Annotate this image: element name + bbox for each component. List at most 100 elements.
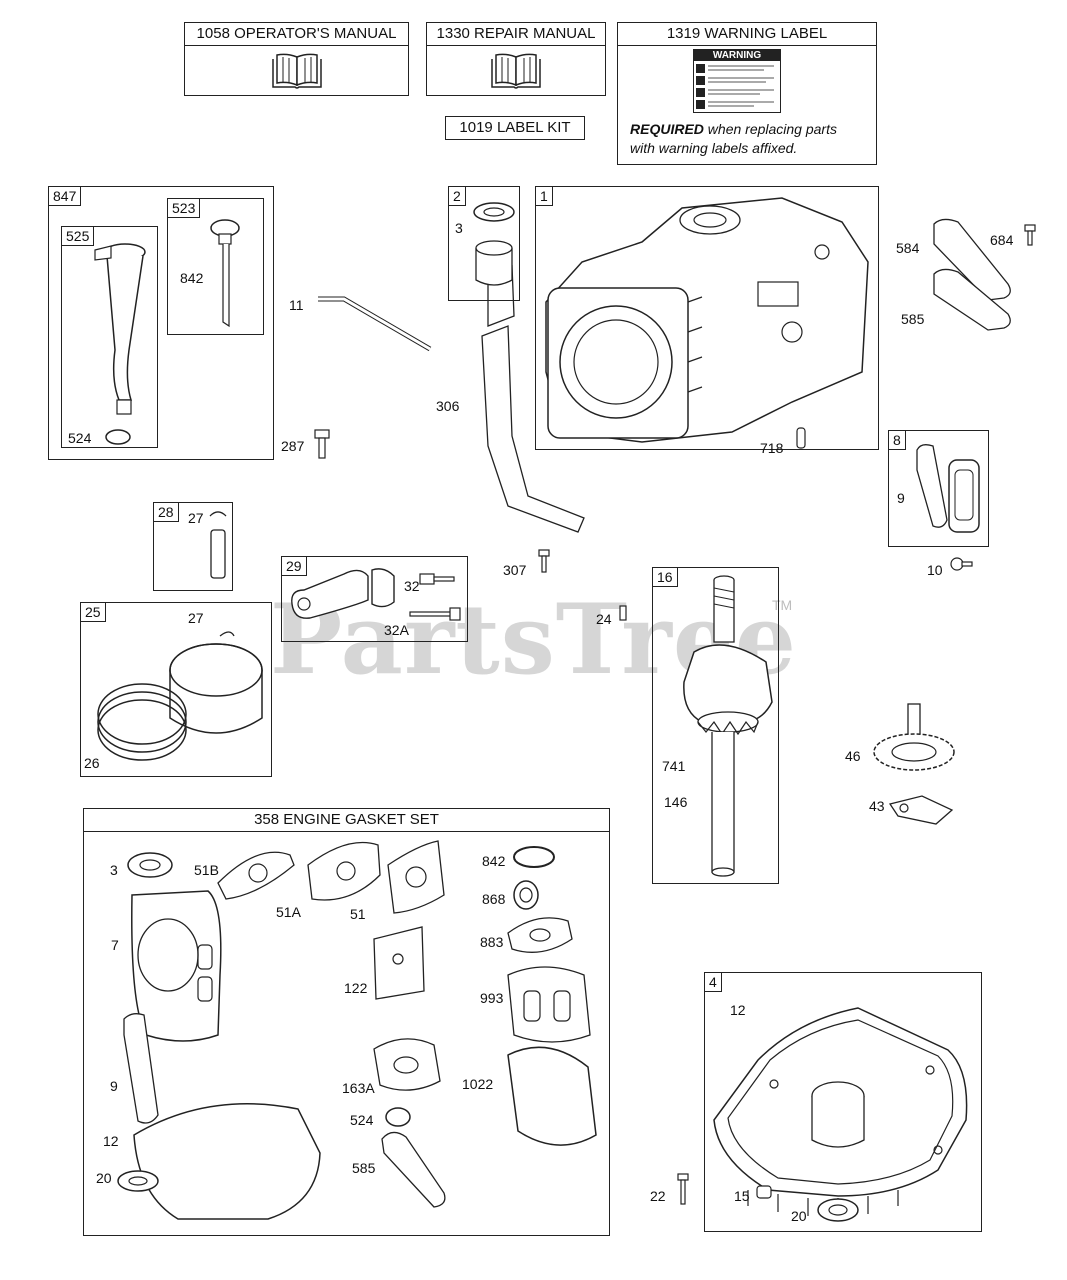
part-label-868: 868: [482, 891, 506, 907]
warning-sticker: WARNING: [693, 49, 781, 113]
part-label-3: 3: [455, 220, 463, 236]
tube-rod-icon: [318, 296, 432, 352]
kit-523-tag: 523: [167, 198, 201, 218]
part-label-9: 9: [897, 490, 905, 506]
sump-4-frame: [704, 972, 982, 1232]
gasket-plate-icon: [933, 218, 1011, 331]
kit-29-frame: [281, 556, 468, 642]
warning-label-box: 1319 WARNING LABEL WARNING REQUIRED when…: [617, 22, 877, 165]
part-label-287: 287: [281, 438, 305, 454]
part-label-993: 993: [480, 990, 504, 1006]
cylinder-block-icon: [545, 197, 869, 443]
part-label-51: 51: [350, 906, 366, 922]
kit-2-frame: [448, 186, 520, 301]
connecting-rod-icon: [291, 568, 461, 621]
part-label-46: 46: [845, 748, 861, 764]
part-label-20: 20: [791, 1208, 807, 1224]
part-label-27: 27: [188, 510, 204, 526]
manual-book-icon: [491, 53, 541, 89]
required-line-2: with warning labels affixed.: [630, 140, 798, 156]
kit-2-tag: 2: [448, 186, 466, 206]
bolt-icon: [677, 1173, 689, 1205]
label-kit-box: 1019 LABEL KIT: [445, 116, 585, 140]
part-label-10: 10: [927, 562, 943, 578]
part-label-43: 43: [869, 798, 885, 814]
key-icon: [619, 605, 627, 621]
operators-manual-title: 1058 OPERATOR'S MANUAL: [185, 23, 408, 46]
kit-25-tag: 25: [80, 602, 106, 622]
kit-29-tag: 29: [281, 556, 307, 576]
screw-icon: [1024, 224, 1036, 246]
part-label-26: 26: [84, 755, 100, 771]
dipstick-tube-icon: [94, 243, 146, 415]
dipstick-icon: [210, 219, 240, 328]
part-label-24: 24: [596, 611, 612, 627]
part-label-20: 20: [96, 1170, 112, 1186]
gasket-set-parts-icon: [117, 840, 597, 1220]
part-label-718: 718: [760, 440, 784, 456]
kit-525-frame: [61, 226, 158, 448]
kit-28-tag: 28: [153, 502, 179, 522]
part-label-842: 842: [482, 853, 506, 869]
kit-28-frame: [153, 502, 233, 591]
sump-4-tag: 4: [704, 972, 722, 992]
oil-seal-icon: [817, 1198, 859, 1222]
kit-25-frame: [80, 602, 272, 777]
part-label-146: 146: [664, 794, 688, 810]
block-1-frame: [535, 186, 879, 450]
part-label-12: 12: [103, 1133, 119, 1149]
kit-16-tag: 16: [652, 567, 678, 587]
cam-gear-icon: [873, 703, 955, 825]
gasket-set-title: 358 ENGINE GASKET SET: [84, 809, 609, 832]
dowel-pin-icon: [796, 427, 806, 449]
part-label-11: 11: [289, 297, 304, 313]
repair-manual-box: 1330 REPAIR MANUAL: [426, 22, 606, 96]
part-label-524: 524: [350, 1112, 374, 1128]
part-label-741: 741: [662, 758, 686, 774]
required-line-1: when replacing parts: [703, 121, 837, 137]
required-bold: REQUIRED: [630, 121, 704, 137]
part-label-585: 585: [901, 311, 925, 327]
part-label-524: 524: [68, 430, 92, 446]
warning-sticker-rows-icon: [696, 64, 774, 109]
part-label-9: 9: [110, 1078, 118, 1094]
part-label-122: 122: [344, 980, 368, 996]
label-kit-title: 1019 LABEL KIT: [459, 119, 571, 136]
manual-book-icon: [272, 53, 322, 89]
plug-icon: [756, 1185, 772, 1199]
part-label-12: 12: [730, 1002, 746, 1018]
piston-rings-icon: [97, 631, 263, 761]
part-label-684: 684: [990, 232, 1014, 248]
screw-icon: [538, 549, 550, 573]
part-label-3: 3: [110, 862, 118, 878]
part-label-584: 584: [896, 240, 920, 256]
part-label-27: 27: [188, 610, 204, 626]
block-1-tag: 1: [535, 186, 553, 206]
part-label-51b: 51B: [194, 862, 219, 878]
screw-icon: [950, 557, 973, 571]
warning-label-title: 1319 WARNING LABEL: [618, 23, 876, 46]
bolt-icon: [314, 429, 330, 459]
part-label-15: 15: [734, 1188, 750, 1204]
kit-525-tag: 525: [61, 226, 95, 246]
kit-16-frame: [652, 567, 779, 884]
operators-manual-box: 1058 OPERATOR'S MANUAL: [184, 22, 409, 96]
warning-sticker-header: WARNING: [694, 50, 780, 61]
kit-8-tag: 8: [888, 430, 906, 450]
repair-manual-title: 1330 REPAIR MANUAL: [427, 23, 605, 46]
part-label-32: 32: [404, 578, 420, 594]
part-label-1022: 1022: [462, 1076, 494, 1092]
part-label-306: 306: [436, 398, 460, 414]
part-label-51a: 51A: [276, 904, 301, 920]
crankshaft-icon: [683, 575, 773, 877]
piston-pin-icon: [209, 511, 227, 579]
breather-cover-icon: [916, 444, 980, 533]
part-label-842: 842: [180, 270, 204, 286]
part-label-7: 7: [111, 937, 119, 953]
kit-8-frame: [888, 430, 989, 547]
kit-847-tag: 847: [48, 186, 82, 206]
part-label-32a: 32A: [384, 622, 409, 638]
seal-and-sleeve-icon: [473, 202, 515, 286]
kit-523-frame: [167, 198, 264, 335]
gasket-set-frame: 358 ENGINE GASKET SET: [83, 808, 610, 1236]
